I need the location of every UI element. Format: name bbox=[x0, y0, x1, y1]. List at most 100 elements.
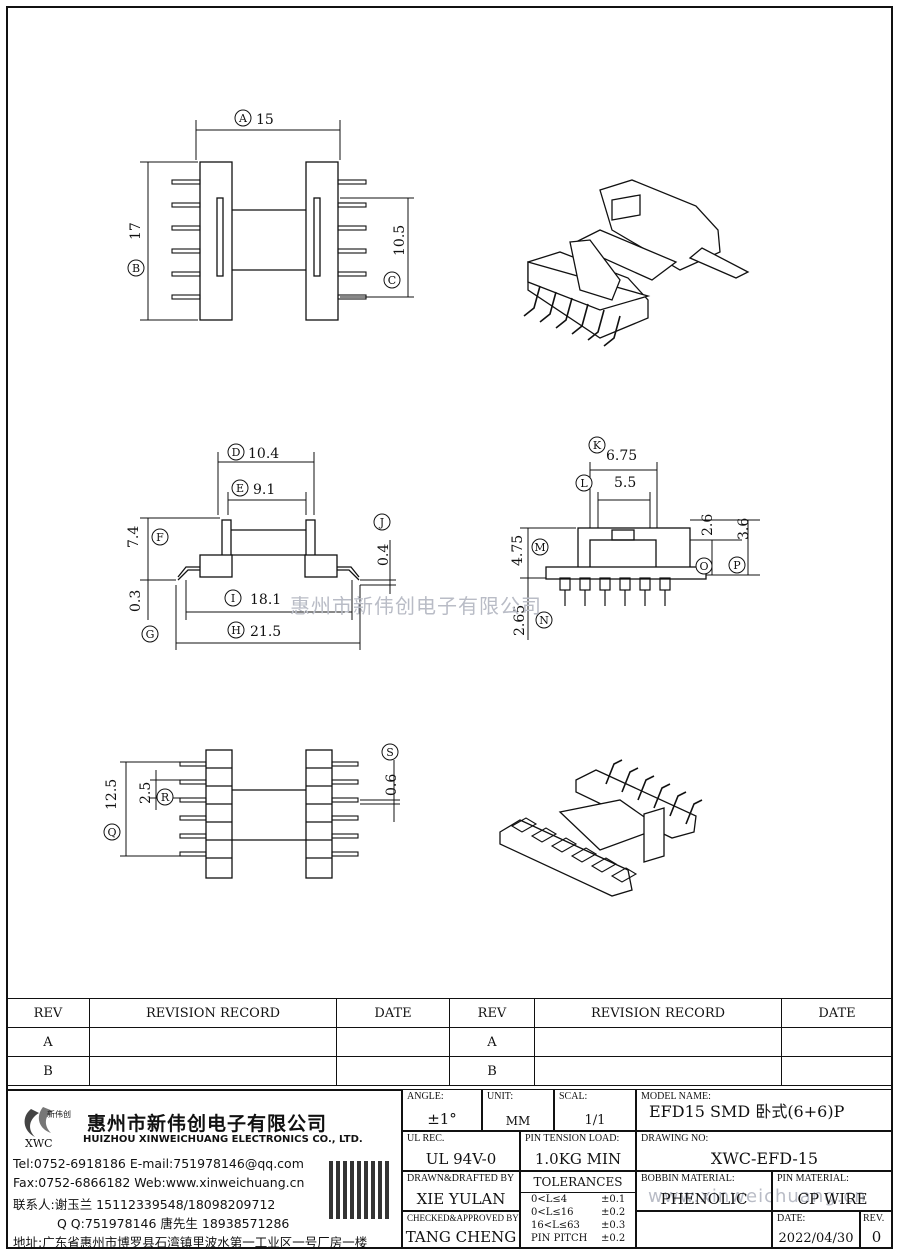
top-view bbox=[140, 120, 414, 321]
dimension-letter-i: I bbox=[231, 592, 235, 605]
record-cell bbox=[534, 1027, 782, 1057]
tolerance-value: ±0.1 bbox=[601, 1194, 626, 1205]
pin-material-value: CP WIRE bbox=[797, 1190, 868, 1208]
dimension-letter-k: K bbox=[593, 439, 602, 452]
angle-cell: ANGLE: ±1° bbox=[402, 1089, 482, 1131]
dimension-value-o: 2.6 bbox=[700, 514, 716, 536]
dimension-value-g: 0.3 bbox=[128, 590, 144, 612]
tolerance-value: ±0.2 bbox=[601, 1207, 626, 1218]
dimension-value-q: 12.5 bbox=[104, 779, 120, 810]
revision-table: REV REVISION RECORD DATE REV REVISION RE… bbox=[6, 998, 893, 1086]
date-header-2: DATE bbox=[781, 998, 893, 1028]
pin-material-label: PIN MATERIAL: bbox=[777, 1173, 849, 1184]
tolerance-value: ±0.3 bbox=[601, 1220, 626, 1231]
dimension-value-j: 0.4 bbox=[376, 544, 392, 566]
record-cell bbox=[89, 1027, 337, 1057]
rev-label: REV. bbox=[863, 1213, 885, 1224]
bottom-view-pins-left bbox=[179, 761, 207, 857]
dimension-marker-h bbox=[227, 621, 245, 639]
company-qq: Q Q:751978146 唐先生 18938571286 bbox=[57, 1216, 290, 1231]
top-view-pins-left bbox=[171, 179, 201, 300]
dimension-marker-m bbox=[531, 538, 549, 556]
date-cell bbox=[336, 1027, 450, 1057]
dimension-value-m: 4.75 bbox=[510, 535, 526, 566]
dimension-letter-a: A bbox=[238, 112, 248, 125]
pin-tension-label: PIN TENSION LOAD: bbox=[525, 1133, 620, 1144]
dimension-value-p: 3.6 bbox=[736, 518, 752, 540]
logo-text: 新伟创 bbox=[47, 1109, 71, 1119]
pin-tension-cell: PIN TENSION LOAD: 1.0KG MIN bbox=[520, 1131, 636, 1171]
company-contact: 联系人:谢玉兰 15112339548/18098209712 bbox=[13, 1197, 276, 1212]
dimension-marker-f bbox=[151, 528, 169, 546]
dimension-marker-o bbox=[695, 557, 713, 575]
rev-cell: REV. 0 bbox=[860, 1211, 893, 1249]
tolerance-range: 0<L≤4 bbox=[531, 1194, 568, 1205]
ul-label: UL REC. bbox=[407, 1133, 445, 1144]
dimension-value-i: 18.1 bbox=[250, 592, 281, 608]
dimension-value-b: 17 bbox=[128, 222, 144, 240]
dimension-letter-p: P bbox=[733, 559, 741, 572]
drawing-no-value: XWC-EFD-15 bbox=[710, 1149, 819, 1168]
dimension-letter-o: O bbox=[699, 560, 708, 573]
rev-cell: A bbox=[449, 1027, 535, 1057]
company-logo-icon: 新伟创 XWC bbox=[24, 1107, 71, 1149]
dimension-letter-f: F bbox=[156, 531, 164, 544]
dimension-letter-b: B bbox=[132, 262, 140, 275]
angle-value: ±1° bbox=[427, 1110, 457, 1128]
drawn-value: XIE YULAN bbox=[416, 1190, 506, 1208]
pin-material-cell: PIN MATERIAL: CP WIRE bbox=[772, 1171, 893, 1211]
dimension-marker-l bbox=[575, 474, 593, 492]
dimension-value-a: 15 bbox=[256, 112, 274, 128]
date-value: 2022/04/30 bbox=[778, 1231, 854, 1246]
model-value: EFD15 SMD 卧式(6+6)P bbox=[649, 1102, 845, 1121]
date-cell bbox=[781, 1056, 893, 1086]
dimension-marker-r bbox=[156, 788, 174, 806]
dimension-marker-j bbox=[373, 513, 391, 531]
checked-value: TANG CHENG bbox=[405, 1228, 517, 1246]
drawing-no-label: DRAWING NO: bbox=[641, 1133, 709, 1144]
side-view bbox=[520, 462, 760, 640]
company-name-en: HUIZHOU XINWEICHUANG ELECTRONICS CO., LT… bbox=[83, 1134, 363, 1145]
record-header-2: REVISION RECORD bbox=[534, 998, 782, 1028]
ul-value: UL 94V-0 bbox=[425, 1150, 497, 1168]
company-panel: 新伟创 XWC 惠州市新伟创电子有限公司 HUIZHOU XINWEICHUAN… bbox=[6, 1089, 402, 1250]
bobbin-material-cell: BOBBIN MATERIAL: PHENOLIC bbox=[636, 1171, 772, 1211]
dimension-marker-b bbox=[127, 259, 145, 277]
company-fax: Fax:0752-6866182 Web:www.xinweichuang.cn bbox=[13, 1175, 305, 1190]
isometric-view-top bbox=[523, 179, 750, 347]
dimension-value-e: 9.1 bbox=[253, 482, 275, 498]
dimension-value-c: 10.5 bbox=[392, 225, 408, 256]
logo-abbr: XWC bbox=[25, 1137, 53, 1149]
unit-value: MM bbox=[505, 1114, 531, 1128]
tolerances-label: TOLERANCES bbox=[521, 1172, 635, 1193]
tolerance-range: 0<L≤16 bbox=[531, 1207, 574, 1218]
dimension-letter-s: S bbox=[386, 746, 394, 759]
bobbin-material-label: BOBBIN MATERIAL: bbox=[641, 1173, 735, 1184]
rev-header-2: REV bbox=[449, 998, 535, 1028]
dimension-marker-c bbox=[383, 271, 401, 289]
isometric-pins-back bbox=[605, 759, 703, 825]
title-block: 新伟创 XWC 惠州市新伟创电子有限公司 HUIZHOU XINWEICHUAN… bbox=[6, 1089, 893, 1250]
rev-header-1: REV bbox=[6, 998, 90, 1028]
bobbin-material-value: PHENOLIC bbox=[660, 1190, 748, 1208]
dimension-value-d: 10.4 bbox=[248, 446, 279, 462]
isometric-pins-front bbox=[523, 285, 621, 347]
dimension-marker-a bbox=[234, 109, 252, 127]
dimension-value-f: 7.4 bbox=[126, 526, 142, 548]
dimension-letter-j: J bbox=[379, 516, 384, 529]
date-cell: DATE: 2022/04/30 bbox=[772, 1211, 860, 1249]
rev-cell: A bbox=[6, 1027, 90, 1057]
drawing-no-cell: DRAWING NO: XWC-EFD-15 bbox=[636, 1131, 893, 1171]
dimension-value-n: 2.65 bbox=[512, 605, 528, 636]
front-view bbox=[140, 452, 396, 650]
scale-cell: SCAL: 1/1 bbox=[554, 1089, 636, 1131]
ul-cell: UL REC. UL 94V-0 bbox=[402, 1131, 520, 1171]
empty-cell bbox=[636, 1211, 772, 1249]
watermark-url: www.xinweichuang.cn bbox=[648, 1186, 867, 1207]
drawn-label: DRAWN&DRAFTED BY bbox=[407, 1173, 515, 1184]
dimension-marker-n bbox=[535, 611, 553, 629]
rev-cell: B bbox=[449, 1056, 535, 1086]
revision-row: A A bbox=[6, 1027, 893, 1057]
dimension-letter-h: H bbox=[231, 624, 241, 637]
tolerance-range: 16<L≤63 bbox=[531, 1220, 580, 1231]
